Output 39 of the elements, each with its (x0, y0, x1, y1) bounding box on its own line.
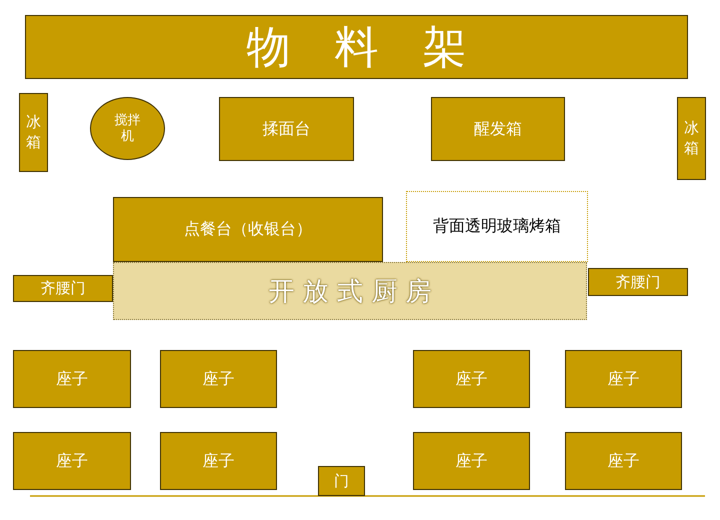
seat-area (565, 350, 682, 408)
area-label: 搅拌机 (114, 112, 142, 144)
fridge-area (677, 97, 706, 180)
area-label: 点餐台（收银台） (184, 219, 312, 240)
seat-area (160, 350, 277, 408)
area-label: 座子 (56, 450, 88, 472)
oven-area (406, 191, 588, 262)
area-label: 揉面台 (262, 118, 310, 140)
area-label: 背面透明玻璃烤箱 (433, 216, 561, 237)
area-label: 座子 (202, 368, 234, 390)
area-label: 开 放 式 厨 房 (268, 276, 432, 308)
storage-rack-area (25, 15, 688, 79)
seat-area (413, 432, 530, 490)
area-label: 冰箱 (684, 119, 699, 158)
area-label: 座子 (608, 368, 640, 390)
area-label: 座子 (608, 450, 640, 472)
area-label: 座子 (456, 450, 488, 472)
order-counter-area (113, 197, 383, 262)
seat-area (13, 432, 131, 490)
area-label: 物 料 架 (246, 20, 466, 74)
seat-area (160, 432, 277, 490)
door-area (318, 466, 365, 496)
half-door-area (13, 275, 113, 302)
seat-area (565, 432, 682, 490)
fridge-area (19, 93, 48, 172)
area-label: 齐腰门 (40, 279, 86, 298)
area-label: 齐腰门 (616, 272, 660, 292)
half-door-area (588, 268, 688, 296)
area-label: 座子 (202, 450, 234, 472)
kneading-table-area (219, 97, 354, 161)
open-kitchen-band (113, 262, 587, 320)
seat-area (13, 350, 131, 408)
seat-area (413, 350, 530, 408)
area-label: 座子 (456, 368, 488, 390)
area-label: 门 (334, 472, 349, 490)
area-label: 座子 (56, 368, 88, 390)
area-label: 醒发箱 (474, 118, 522, 140)
area-label: 冰箱 (26, 113, 41, 152)
proofing-cabinet-area (431, 97, 565, 161)
